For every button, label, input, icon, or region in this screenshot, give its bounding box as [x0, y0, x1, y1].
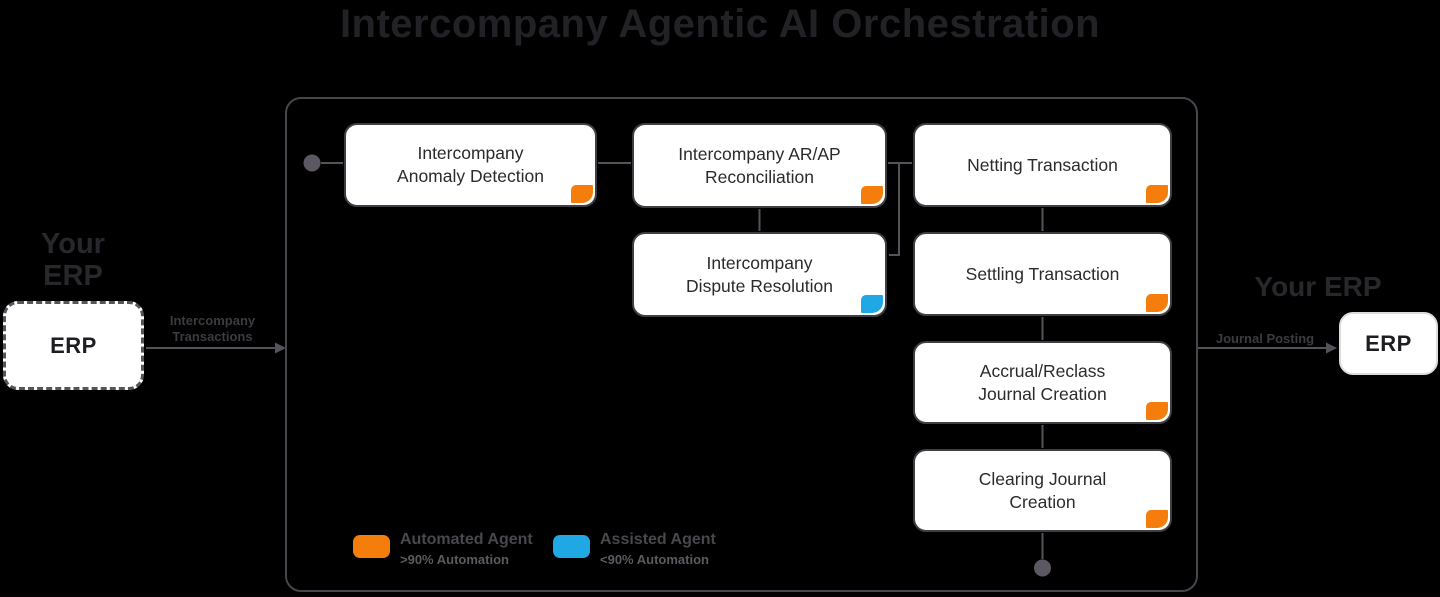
agent-accrual-reclass-journal: Accrual/Reclass Journal Creation	[913, 341, 1172, 424]
automated-badge	[1146, 185, 1168, 203]
legend-title: Automated Agent	[400, 531, 533, 548]
automated-badge	[1146, 402, 1168, 420]
agent-label: Accrual/Reclass Journal Creation	[978, 360, 1107, 404]
automated-agent-legend: Automated Agent >90% Automation	[400, 531, 600, 567]
source-arrowhead-icon	[275, 342, 286, 354]
agent-arap-reconciliation: Intercompany AR/AP Reconciliation	[632, 123, 887, 208]
agent-label: Netting Transaction	[967, 154, 1118, 175]
agent-label: Intercompany AR/AP Reconciliation	[678, 143, 841, 187]
automated-badge	[571, 185, 593, 203]
agent-clearing-journal: Clearing Journal Creation	[913, 449, 1172, 532]
source-erp-box-label: ERP	[50, 332, 97, 358]
orchestration-frame	[285, 97, 1198, 592]
agent-anomaly-detection: Intercompany Anomaly Detection	[344, 123, 597, 207]
intercompany-transactions-arrow-label: Intercompany Transactions	[169, 313, 256, 345]
assisted-agent-swatch	[553, 535, 590, 558]
agent-label: Intercompany Dispute Resolution	[686, 252, 833, 296]
source-erp-heading: Your ERP	[41, 228, 105, 293]
agent-label: Clearing Journal Creation	[978, 468, 1107, 512]
legend-subtitle: <90% Automation	[600, 551, 709, 567]
automated-badge	[1146, 294, 1168, 312]
legend-title: Assisted Agent	[600, 531, 716, 548]
agent-dispute-resolution: Intercompany Dispute Resolution	[632, 232, 887, 317]
agent-label: Settling Transaction	[965, 263, 1120, 284]
target-erp-heading: Your ERP	[1254, 271, 1382, 302]
target-erp-box-label: ERP	[1365, 330, 1412, 356]
automated-badge	[1146, 510, 1168, 528]
source-erp-box: ERP	[3, 301, 144, 390]
target-erp-box: ERP	[1339, 312, 1438, 375]
agent-settling-transaction: Settling Transaction	[913, 232, 1172, 316]
automated-agent-swatch	[353, 535, 390, 558]
agent-netting-transaction: Netting Transaction	[913, 123, 1172, 207]
automated-badge	[861, 186, 883, 204]
assisted-badge	[861, 295, 883, 313]
target-arrowhead-icon	[1326, 342, 1337, 354]
flow-end-dot	[1034, 559, 1051, 577]
legend-subtitle: >90% Automation	[400, 551, 509, 567]
page-title: Intercompany Agentic AI Orchestration	[339, 2, 1101, 46]
agent-label: Intercompany Anomaly Detection	[397, 143, 544, 186]
assisted-agent-legend: Assisted Agent <90% Automation	[600, 531, 800, 567]
flow-start-dot	[303, 154, 321, 172]
journal-posting-arrow-label: Journal Posting	[1215, 331, 1315, 346]
